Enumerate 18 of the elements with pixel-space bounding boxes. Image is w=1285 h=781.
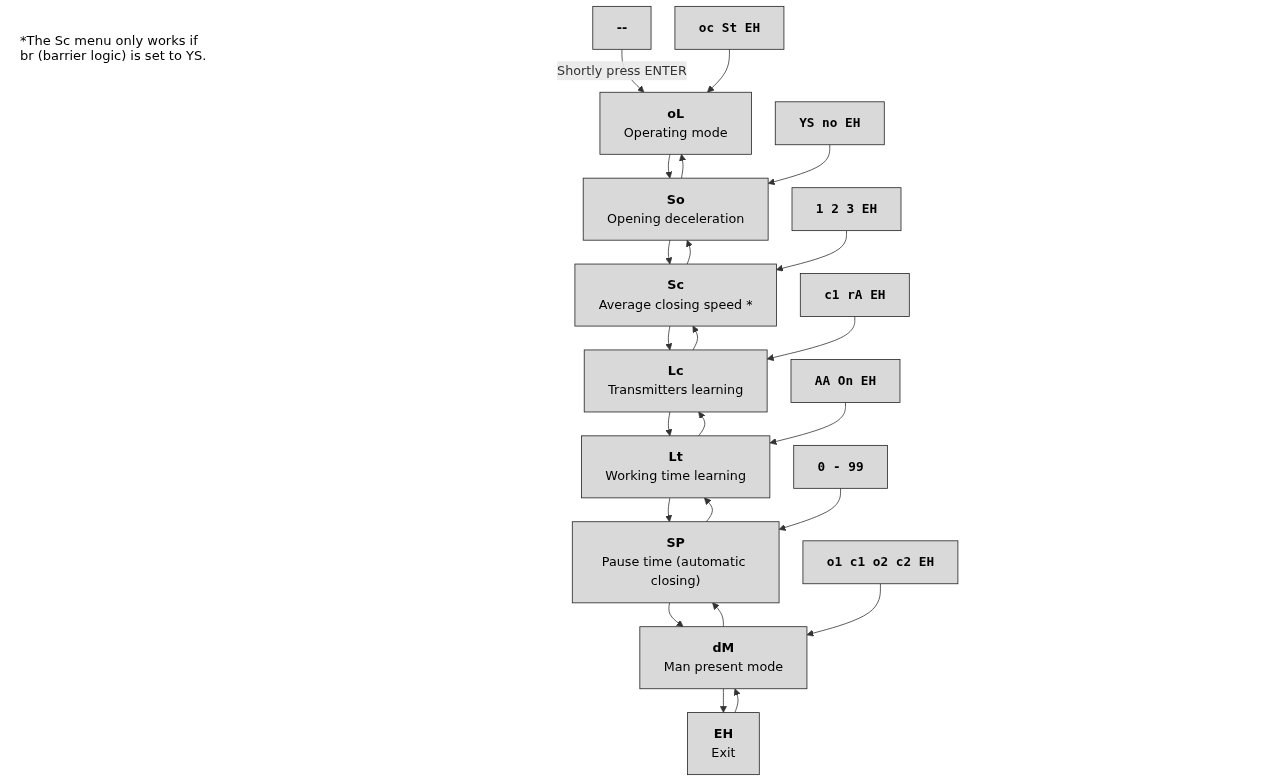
node-box: EH Exit <box>687 712 760 776</box>
edge-label: Shortly press ENTER <box>557 62 687 78</box>
node-box: Lt Working time learning <box>581 435 771 499</box>
node-box: AA On EH <box>790 359 901 403</box>
node-box: 1 2 3 EH <box>791 187 902 232</box>
node-box: 0 - 99 <box>793 445 888 489</box>
node-box: c1 rA EH <box>799 273 910 317</box>
node-box: dM Man present mode <box>639 626 808 690</box>
node-box: oc St EH <box>674 5 785 50</box>
node-box: YS no EH <box>774 101 885 146</box>
node-box: Lc Transmitters learning <box>583 349 768 413</box>
node-box: So Opening deceleration <box>582 177 769 241</box>
footnote: *The Sc menu only works if br (barrier logic) is set to YS. <box>20 33 208 63</box>
node-box: SP Pause time (automatic closing) <box>571 521 780 604</box>
node-box: Sc Average closing speed * <box>574 263 777 327</box>
node-box: -- <box>592 5 652 50</box>
node-box: o1 c1 o2 c2 EH <box>802 540 959 585</box>
node-box: oL Operating mode <box>599 91 752 155</box>
